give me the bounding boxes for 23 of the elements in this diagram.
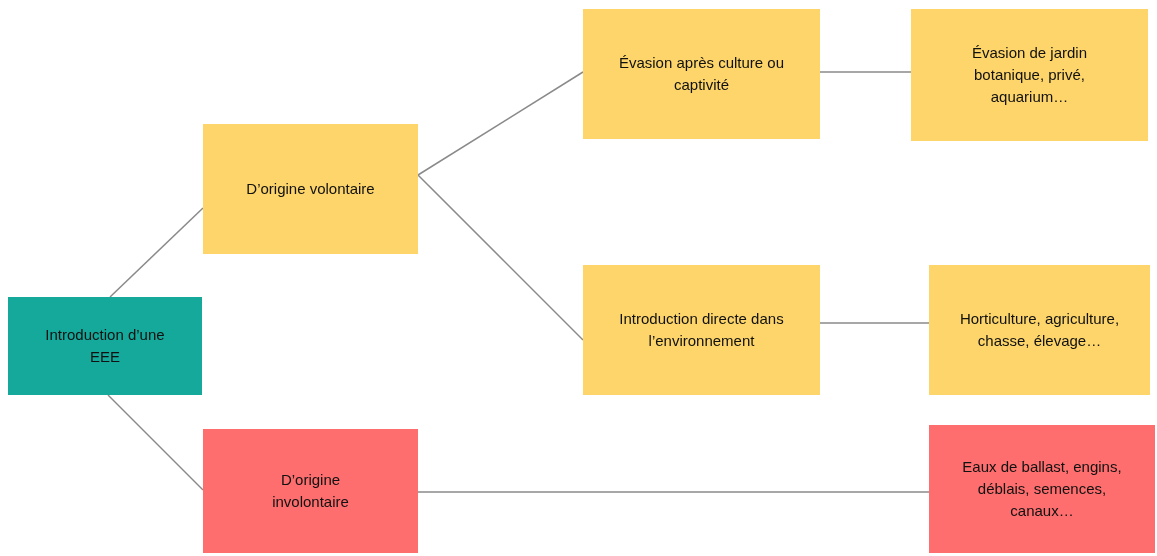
root-box (8, 297, 202, 395)
connector-line (417, 174, 584, 341)
category-box (929, 265, 1150, 395)
box-label: Évasion après culture ou captivité (617, 53, 786, 95)
connector-line (819, 322, 930, 324)
connector-line (417, 491, 930, 493)
box-label: Introduction directe dans l’environnement (618, 309, 785, 351)
connector-line (417, 71, 584, 176)
box-label: Introduction d’une EEE (44, 325, 166, 367)
box-label: Évasion de jardin botanique, privé, aquarium… (970, 43, 1089, 107)
category-box (583, 9, 820, 139)
category-box (203, 429, 418, 553)
category-box (929, 425, 1155, 553)
category-box (583, 265, 820, 395)
connector-line (109, 207, 204, 298)
connector-line (107, 394, 204, 491)
box-label: D’origine involontaire (271, 470, 350, 512)
connector-line (819, 71, 912, 73)
category-box (203, 124, 418, 254)
box-label: Horticulture, agriculture, chasse, élevage… (958, 309, 1121, 351)
category-box (911, 9, 1148, 141)
box-label: D’origine volontaire (246, 179, 375, 200)
box-label: Eaux de ballast, engins, déblais, semences, canaux… (961, 457, 1123, 521)
